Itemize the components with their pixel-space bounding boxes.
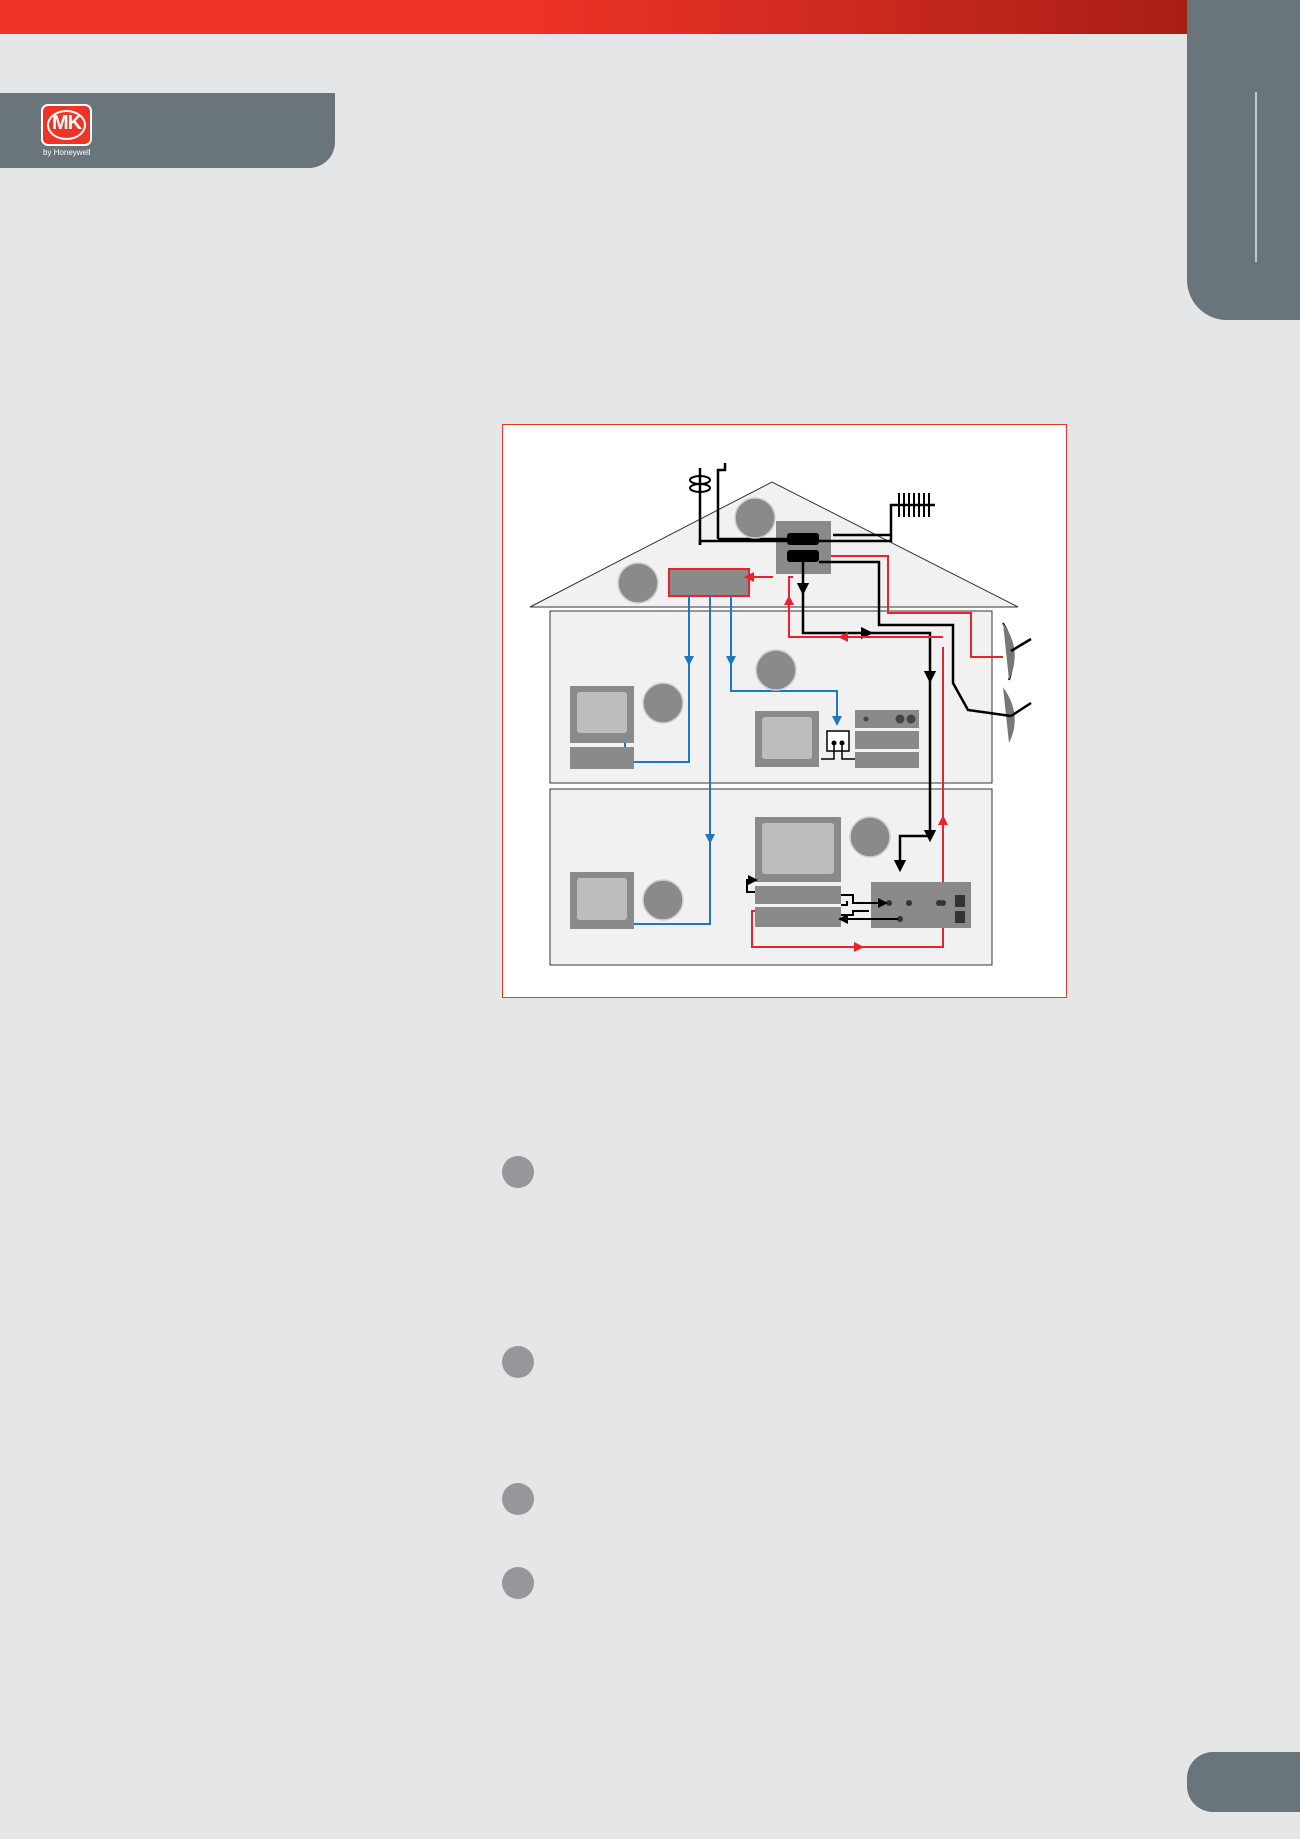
set-top-box-icon bbox=[570, 747, 634, 769]
primary-feed-cables bbox=[698, 535, 1012, 873]
house-wiring-diagram bbox=[529, 463, 1032, 966]
top-accent-bar bbox=[0, 0, 1187, 34]
television-icon bbox=[755, 817, 841, 882]
loft-amplifier-icon bbox=[668, 568, 750, 597]
set-top-box-icon bbox=[755, 886, 841, 927]
installation-diagram bbox=[502, 424, 1067, 998]
list-bullet-marker bbox=[502, 1483, 534, 1515]
side-section-tab bbox=[1187, 0, 1300, 320]
television-icon bbox=[570, 872, 634, 929]
logo-text: MK bbox=[51, 112, 82, 134]
logo-ring bbox=[47, 110, 86, 140]
radio-receiver-icon bbox=[855, 710, 919, 768]
amplifier-icon bbox=[871, 882, 971, 928]
television-icon bbox=[755, 711, 819, 767]
tv-aerial-icon bbox=[689, 468, 711, 545]
fm-aerial-icon bbox=[716, 463, 727, 539]
list-bullet-marker bbox=[502, 1346, 534, 1378]
wall-outlet-icon bbox=[821, 730, 855, 760]
diagram-callout-markers bbox=[617, 497, 891, 921]
list-bullet-marker bbox=[502, 1156, 534, 1188]
logo-subtext: by Honeywell bbox=[43, 148, 91, 157]
ground-floor-links bbox=[746, 875, 898, 924]
list-bullet-marker bbox=[502, 1567, 534, 1599]
television-icon bbox=[570, 686, 634, 743]
page-number-tab bbox=[1187, 1752, 1300, 1812]
dab-aerial-icon bbox=[833, 493, 935, 537]
distribution-cables bbox=[619, 596, 842, 925]
side-tab-divider bbox=[1255, 92, 1257, 262]
mk-logo: MK bbox=[41, 104, 92, 146]
satellite-dish-icon bbox=[1002, 622, 1032, 681]
